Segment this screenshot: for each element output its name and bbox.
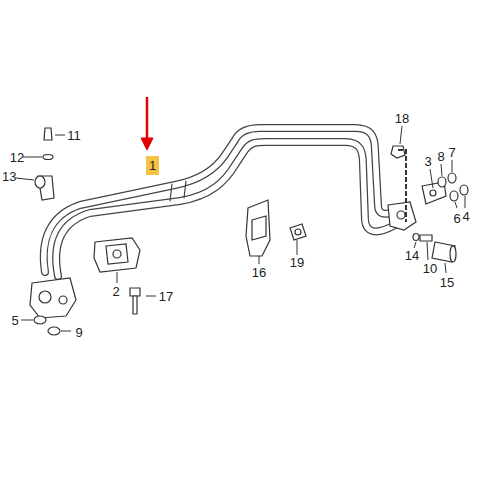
callout-number: 8 (437, 149, 444, 164)
callout-number: 18 (395, 111, 409, 126)
callout-number: 1 (149, 158, 156, 173)
callout-number: 10 (423, 261, 437, 276)
callout-highlight: 1 (146, 156, 159, 175)
callout-number: 15 (440, 275, 454, 290)
callout-number: 17 (159, 289, 173, 304)
callout-number: 4 (462, 209, 469, 224)
callout-number: 2 (112, 284, 119, 299)
callout-number: 19 (290, 255, 304, 270)
callout-number: 9 (75, 325, 82, 340)
callout-number: 5 (11, 313, 18, 328)
callout-number: 7 (448, 145, 455, 160)
callout-number: 12 (10, 150, 24, 165)
callout-number: 11 (67, 128, 81, 143)
callout-number: 16 (252, 265, 266, 280)
callout-number: 6 (453, 211, 460, 226)
callout-number: 14 (405, 248, 419, 263)
callout-number: 13 (2, 169, 16, 184)
callout-number: 3 (424, 154, 431, 169)
